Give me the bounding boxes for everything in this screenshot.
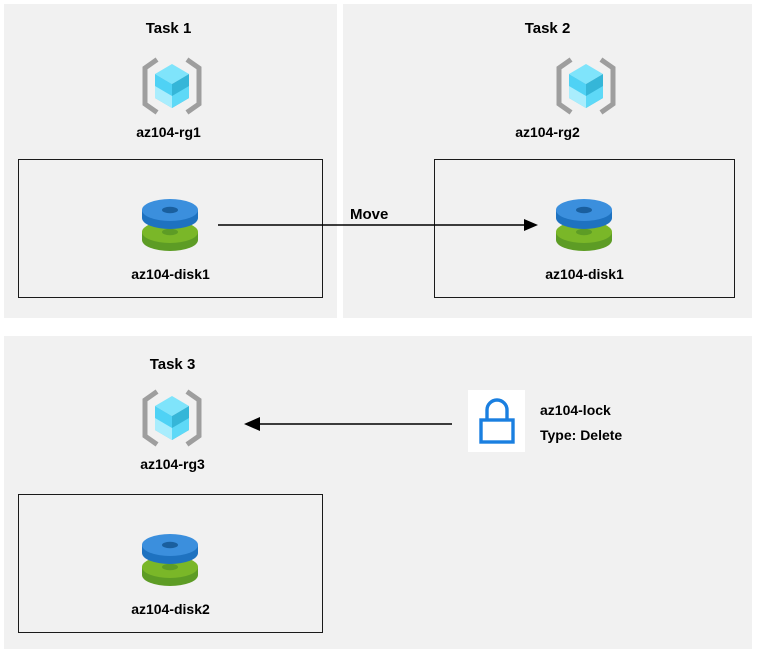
move-arrow-label: Move: [350, 206, 389, 223]
resource-group-cube-icon: [554, 56, 618, 116]
resource-group-cube-icon: [140, 388, 204, 448]
lock-name-label: az104-lock: [540, 402, 611, 418]
resource-group-cube-icon: [140, 56, 204, 116]
lock-icon: [479, 398, 515, 444]
resource-group-label-rg3: az104-rg3: [140, 456, 205, 472]
managed-disk-icon: [552, 196, 616, 258]
resource-group-label-rg1: az104-rg1: [136, 124, 201, 140]
task3-title: Task 3: [149, 356, 196, 373]
managed-disk-icon: [138, 196, 202, 258]
lock-type-label: Type: Delete: [540, 427, 623, 443]
move-arrow: [218, 219, 538, 231]
resource-group-label-rg2: az104-rg2: [515, 124, 580, 140]
disk-label-task1: az104-disk1: [131, 266, 210, 282]
task2-title: Task 2: [524, 20, 571, 37]
managed-disk-icon: [138, 531, 202, 593]
lock-tile: [468, 390, 525, 452]
task1-title: Task 1: [145, 20, 192, 37]
disk-label-task2: az104-disk1: [545, 266, 624, 282]
lock-arrow: [244, 417, 452, 431]
disk-label-task3: az104-disk2: [131, 601, 210, 617]
